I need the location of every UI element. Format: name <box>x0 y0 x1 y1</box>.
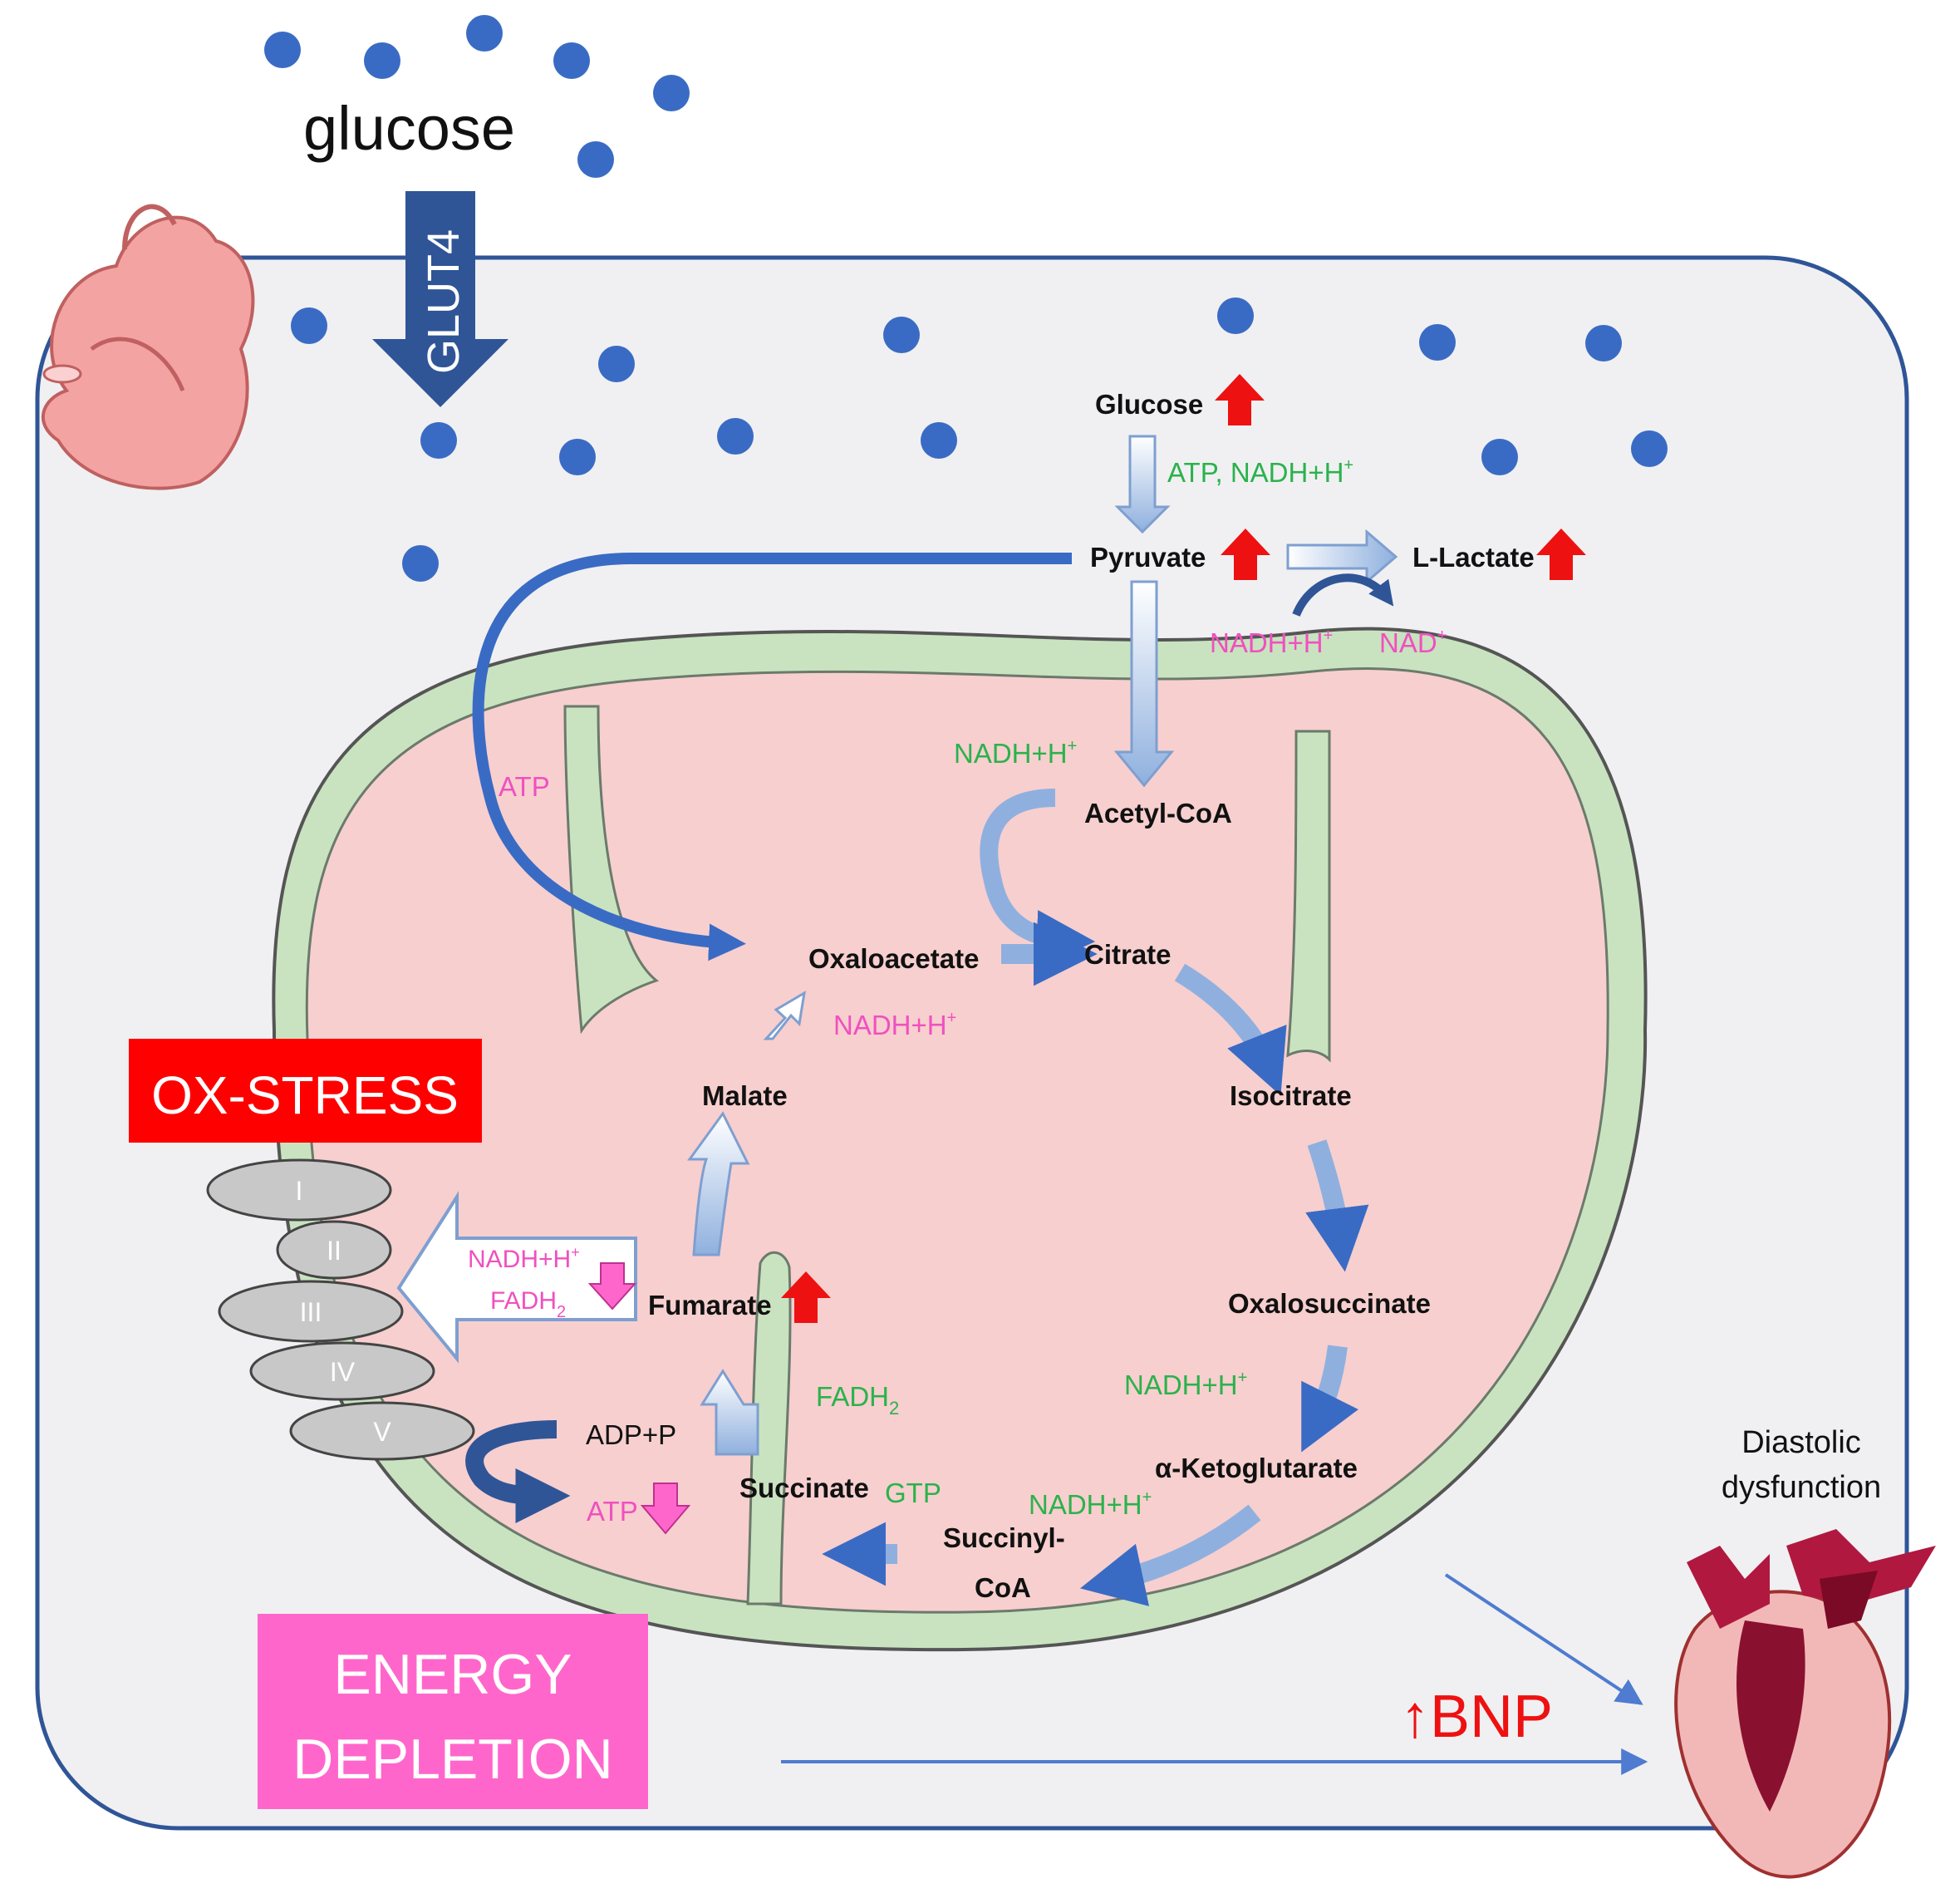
adp-p-label: ADP+P <box>586 1419 676 1450</box>
etc-fadh2-label: FADH2 <box>490 1287 566 1321</box>
pyruvate-label: Pyruvate <box>1090 542 1206 573</box>
pyruvate-to-acetylcoa-arrow <box>1113 580 1175 788</box>
succinyl-label: Succinyl- <box>943 1522 1065 1553</box>
isocitrate-label: Isocitrate <box>1230 1080 1352 1111</box>
malate-to-oxaloacetate-arrow <box>763 991 806 1040</box>
nadh-fadh2-to-etc-arrow <box>396 1191 637 1364</box>
pdh-nadh-label: NADH+H+ <box>954 737 1077 769</box>
pyruvate-up-arrow <box>1221 529 1270 580</box>
acetyl-coa-label: Acetyl-CoA <box>1084 798 1232 829</box>
atp-down-arrow <box>640 1483 691 1535</box>
glucose-to-pyruvate-arrow <box>1114 435 1171 534</box>
ox-stress-label: OX-STRESS <box>151 1065 459 1125</box>
etc-atp-label: ATP <box>587 1496 638 1527</box>
succinate-to-fumarate-arrow <box>700 1369 759 1456</box>
etc-complex-ii: II <box>276 1220 392 1280</box>
oaa-nadh-label: NADH+H+ <box>833 1009 956 1040</box>
oxaloacetate-label: Oxaloacetate <box>808 943 979 974</box>
glucose-up-arrow <box>1215 374 1265 425</box>
lactate-cofactor-curve <box>1292 573 1394 617</box>
dysfunction-label: dysfunction <box>1722 1470 1881 1505</box>
akg-label: α-Ketoglutarate <box>1155 1453 1358 1483</box>
adp-to-atp-curved-arrow <box>465 1420 571 1523</box>
crista-bottom <box>746 1251 792 1606</box>
energy-label: ENERGY <box>333 1643 572 1706</box>
fumarate-up-arrow <box>781 1271 831 1323</box>
svg-text:II: II <box>327 1236 341 1266</box>
mitochondrion-matrix <box>305 667 1609 1614</box>
lactate-nadh-label: NADH+H+ <box>1210 627 1333 658</box>
depletion-label: DEPLETION <box>292 1728 612 1791</box>
citrate-to-isocitrate-arrow <box>1174 963 1287 1096</box>
citrate-label: Citrate <box>1084 939 1172 970</box>
glucose-label: Glucose <box>1095 389 1203 420</box>
glut4-label: GLUT4 <box>419 229 469 374</box>
malate-label: Malate <box>702 1080 788 1111</box>
healthy-heart-icon <box>41 204 255 490</box>
fumarate-label: Fumarate <box>648 1290 772 1320</box>
bnp-label: ↑BNP <box>1400 1684 1553 1750</box>
etc-nadh-label: NADH+H+ <box>468 1244 580 1273</box>
atp-cost-label: ATP <box>499 771 550 802</box>
ox-stress-box <box>129 1039 482 1143</box>
akg-nadh-label: NADH+H+ <box>1029 1488 1152 1520</box>
svg-text:V: V <box>373 1417 391 1447</box>
intracellular-glucose-dots <box>291 297 1668 582</box>
pyruvate-to-oxaloacetate-arrow <box>472 553 1072 961</box>
etc-complex-v: V <box>289 1401 475 1461</box>
sdh-fadh2-label: FADH2 <box>816 1381 899 1419</box>
lactate-up-arrow <box>1536 529 1586 580</box>
oxalosuccinate-to-akg-arrow <box>1301 1345 1358 1453</box>
oxalosuccinate-label: Oxalosuccinate <box>1228 1288 1431 1319</box>
energy-depletion-box <box>258 1614 648 1809</box>
etc-complex-iv: IV <box>249 1341 435 1401</box>
crista-right-upper <box>1286 730 1331 1063</box>
mito-to-heart-arrow <box>1444 1573 1643 1705</box>
etc-complex-iii: III <box>218 1280 404 1343</box>
nadh-fadh2-down-arrow <box>587 1262 637 1310</box>
svg-text:III: III <box>300 1297 322 1327</box>
extracellular-glucose-dots <box>264 15 690 178</box>
lactate-nad-label: NAD+ <box>1379 627 1447 658</box>
gtp-label: GTP <box>885 1478 941 1508</box>
pyruvate-to-lactate-arrow <box>1286 529 1398 585</box>
glut4-transporter-arrow <box>372 191 508 407</box>
diastolic-label: Diastolic <box>1741 1425 1861 1460</box>
etc-complex-i: I <box>206 1158 392 1222</box>
glucose-extracellular-label: glucose <box>303 94 515 163</box>
fumarate-to-malate-arrow <box>687 1111 750 1256</box>
diseased-heart-icon <box>1674 1529 1936 1879</box>
svg-text:I: I <box>296 1176 303 1206</box>
succinate-label: Succinate <box>739 1473 869 1503</box>
glycolysis-products-label: ATP, NADH+H+ <box>1167 456 1353 488</box>
isocitrate-to-oxalosuccinate-arrow <box>1305 1139 1369 1272</box>
oxs-nadh-label: NADH+H+ <box>1124 1369 1247 1400</box>
svg-text:IV: IV <box>330 1357 356 1387</box>
crista-left-upper <box>563 705 660 1035</box>
coa-label: CoA <box>975 1572 1031 1603</box>
lactate-label: L-Lactate <box>1412 542 1535 573</box>
akg-to-succinylcoa-arrow <box>1079 1504 1261 1606</box>
